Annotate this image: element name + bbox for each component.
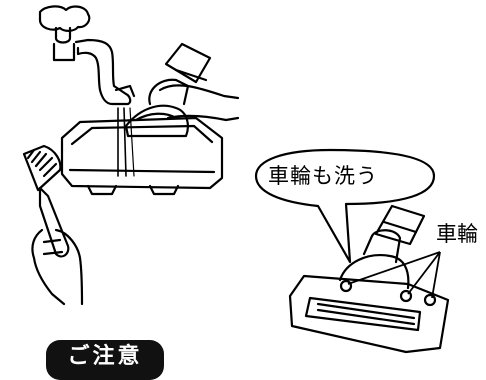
speech-bubble (254, 148, 436, 264)
nozzle-head-icon (60, 42, 240, 196)
faucet-icon (38, 5, 136, 177)
wheel-pointer-lines (347, 251, 441, 299)
nozzle-head-icon (288, 204, 450, 354)
wheel-label: 車輪 (436, 222, 478, 246)
caution-badge: ご注意 (46, 340, 164, 380)
callout-text: 車輪も洗う (268, 164, 378, 188)
illustration-canvas (22, 5, 450, 354)
brush-icon (22, 144, 84, 306)
